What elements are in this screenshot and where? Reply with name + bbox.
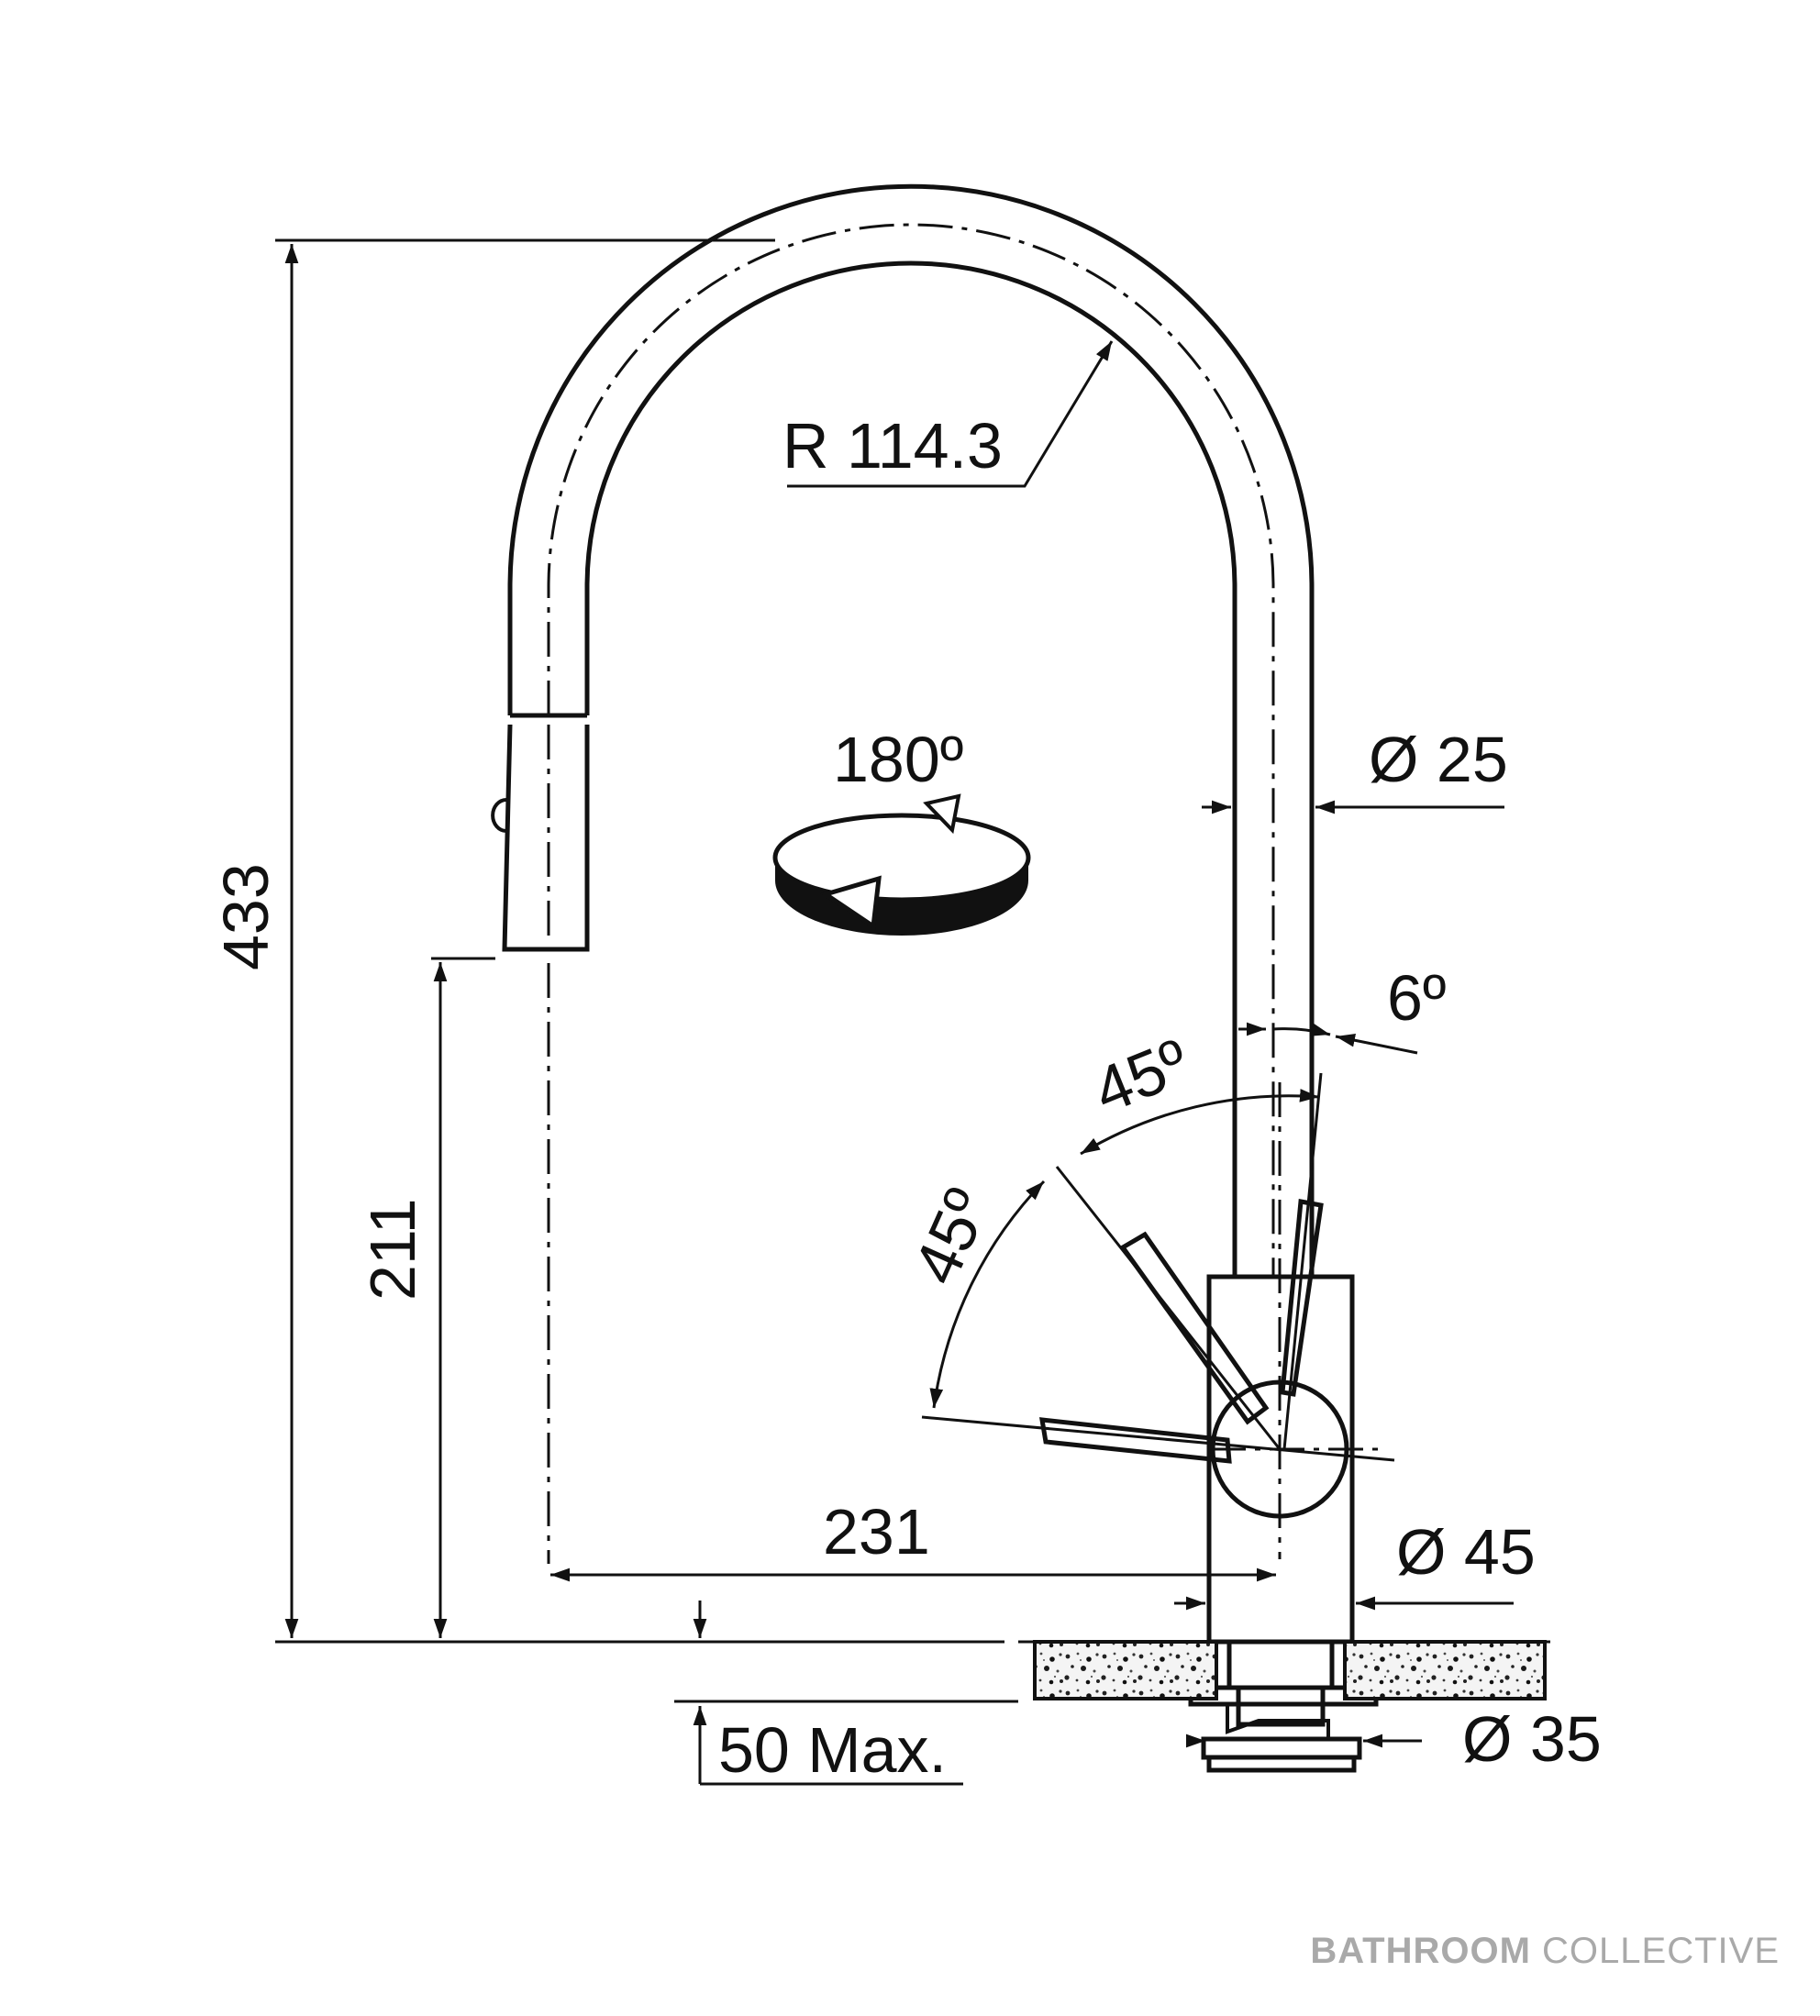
dim-lever-angle-lower bbox=[929, 1180, 1046, 1409]
dim-radius bbox=[787, 340, 1114, 488]
dim-overall-height bbox=[275, 238, 1004, 1644]
dim-spout-height bbox=[431, 957, 495, 1638]
radius-label: R 114.3 bbox=[782, 410, 1003, 482]
dim-lever-angle-upper bbox=[1080, 1089, 1320, 1156]
dim-lever-tilt bbox=[1238, 1022, 1418, 1055]
dim-deck-thickness bbox=[674, 1601, 1018, 1786]
base-flange bbox=[1226, 1639, 1335, 1690]
spray-head bbox=[502, 724, 590, 952]
spout-inner-wall bbox=[584, 260, 1237, 1277]
faucet-outline bbox=[491, 183, 1395, 1773]
rotation-label: 180º bbox=[833, 724, 963, 795]
deck-thickness-label: 50 Max. bbox=[718, 1714, 947, 1786]
shank-diameter-label: Ø 35 bbox=[1462, 1703, 1602, 1775]
countertop-left-section bbox=[1033, 1640, 1218, 1700]
reach-label: 231 bbox=[823, 1496, 930, 1567]
brand-watermark: BATHROOM COLLECTIVE bbox=[1310, 1931, 1780, 1972]
lock-ring bbox=[1201, 1736, 1362, 1760]
rotation-arrow-head-left bbox=[820, 875, 882, 931]
spray-head-button bbox=[491, 798, 507, 833]
countertop bbox=[1018, 1640, 1550, 1700]
lever-tilted-45 bbox=[1055, 1166, 1282, 1450]
rotation-arrow-head-right bbox=[923, 793, 961, 835]
body-diameter-label: Ø 45 bbox=[1396, 1516, 1536, 1588]
spout-centerline bbox=[547, 223, 1275, 1277]
rotation-band bbox=[775, 858, 1028, 936]
lever-angle-lower-label: 45º bbox=[899, 1179, 1003, 1294]
lever-tilted-90 bbox=[921, 1415, 1395, 1464]
overall-height-label: 433 bbox=[210, 863, 282, 970]
spout-outer-wall bbox=[507, 183, 1315, 1277]
brand-part-1: BATHROOM bbox=[1310, 1931, 1531, 1971]
lever-tilt-label: 6º bbox=[1387, 962, 1447, 1034]
mounting-bracket bbox=[1226, 1704, 1330, 1739]
spout-height-label: 211 bbox=[357, 1198, 428, 1301]
brand-part-2: COLLECTIVE bbox=[1542, 1931, 1780, 1971]
rotation-symbol bbox=[772, 793, 1031, 936]
countertop-right-section bbox=[1343, 1640, 1547, 1700]
spout-diameter-label: Ø 25 bbox=[1369, 724, 1508, 795]
bottom-thread bbox=[1206, 1755, 1357, 1773]
